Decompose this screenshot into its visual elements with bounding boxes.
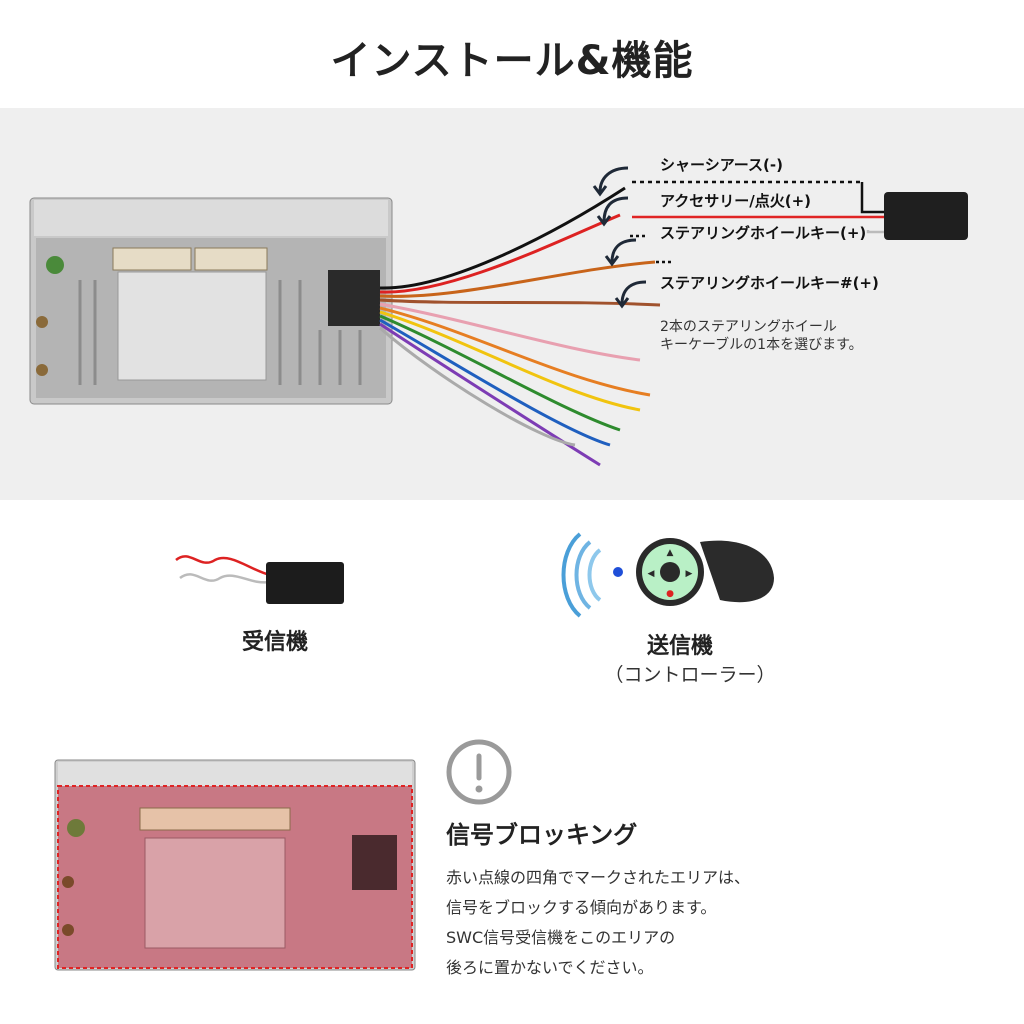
svg-text:●: ● — [666, 589, 674, 599]
transmitter-label: 送信機 — [646, 634, 713, 659]
blocking-line-4: 後ろに置かないでください。 — [446, 958, 654, 977]
swc-note: 2本のステアリングホイール キーケーブルの1本を選びます。 — [660, 319, 863, 353]
warning-icon — [446, 739, 512, 805]
blocking-line-2: 信号をブロックする傾向があります。 — [446, 898, 717, 917]
blocking-line-1: 赤い点線の四角でマークされたエリアは、 — [446, 868, 751, 887]
label-accessory: アクセサリー/点火(+) — [660, 192, 812, 210]
wifi-antenna-icon — [46, 256, 64, 274]
blocking-heading: 信号ブロッキング — [446, 821, 638, 849]
svg-text:▲: ▲ — [667, 548, 674, 558]
svg-text:◀: ◀ — [648, 569, 655, 579]
label-swc-key-2: ステアリングホイールキー#(+) — [660, 274, 879, 292]
receiver-label: 受信機 — [241, 630, 308, 655]
svg-text:▶: ▶ — [686, 569, 693, 579]
blocking-area-image — [54, 759, 416, 971]
arrow-icon — [592, 166, 647, 309]
gps-antenna-icon — [36, 316, 48, 328]
blocking-line-3: SWC信号受信機をこのエリアの — [446, 928, 676, 947]
receiver-photo — [175, 555, 344, 604]
head-unit-back — [29, 197, 393, 405]
label-chassis-ground: シャーシアース(-) — [660, 156, 783, 174]
label-swc-key-1: ステアリングホイールキー(+) — [660, 224, 867, 242]
transmitter-photo: ▲ ● ◀ ▶ — [561, 532, 774, 618]
page-title: インストール&機能 — [330, 38, 694, 84]
wire-harness — [379, 186, 661, 467]
transmitter-sublabel: （コントローラー） — [604, 664, 776, 686]
connection-lines — [630, 180, 885, 264]
receiver-module — [884, 192, 968, 240]
